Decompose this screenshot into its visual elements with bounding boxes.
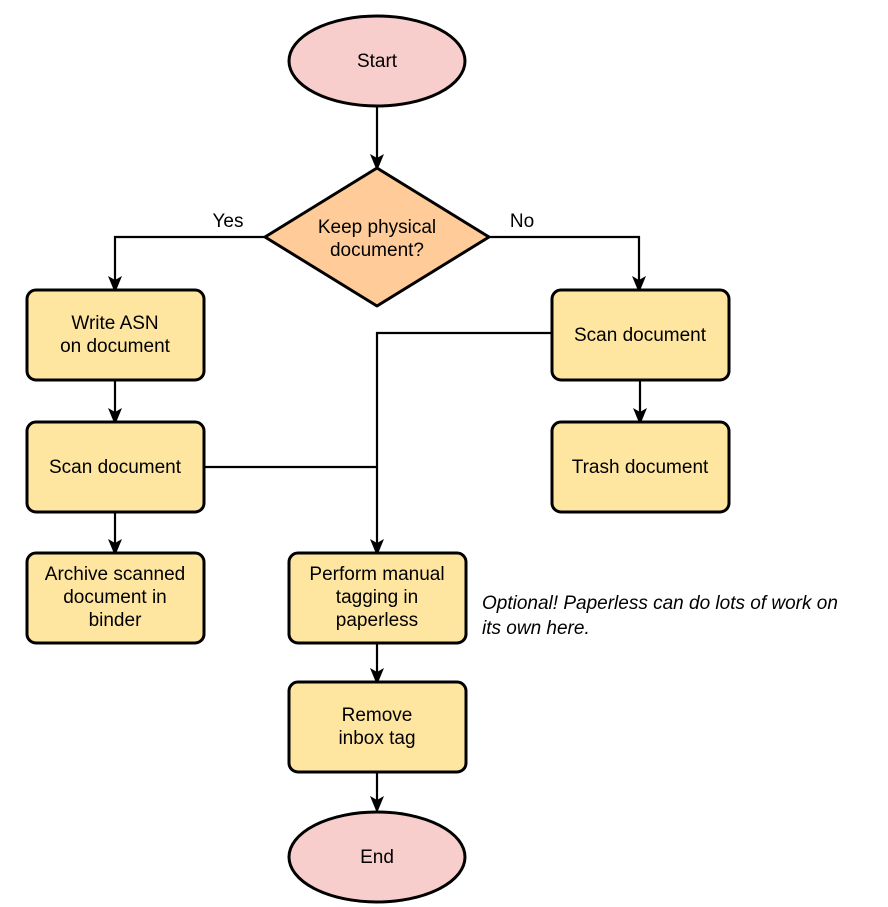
- node-layer: Start Keep physical document? Write ASN …: [25, 14, 731, 904]
- edge-decision-to-write-asn: Yes: [108, 211, 265, 293]
- node-scan-right-label: Scan document: [574, 325, 707, 346]
- node-remove-inbox-label-line2: inbox tag: [338, 728, 415, 749]
- node-trash-document[interactable]: Trash document: [550, 420, 731, 514]
- node-trash-label: Trash document: [572, 457, 709, 478]
- node-decision-keep-physical-document[interactable]: Keep physical document?: [263, 166, 491, 308]
- node-remove-inbox-tag[interactable]: Remove inbox tag: [287, 680, 468, 774]
- edge-label-yes: Yes: [213, 211, 244, 232]
- arrowhead: [632, 276, 646, 293]
- edge-tagging-to-remove-inbox: [370, 643, 384, 685]
- edge-line: [113, 235, 265, 283]
- edge-decision-to-scan-right: No: [489, 211, 646, 293]
- edge-label-no: No: [510, 211, 534, 232]
- node-write-asn-label-line2: on document: [60, 336, 171, 357]
- arrowhead: [370, 539, 384, 556]
- edge-line: [489, 235, 641, 283]
- edge-remove-inbox-to-end: [370, 772, 384, 813]
- edge-start-to-decision: [370, 106, 384, 171]
- decision-diamond[interactable]: [263, 166, 491, 308]
- node-start-label: Start: [357, 51, 398, 72]
- edge-layer: Yes No: [108, 106, 647, 813]
- tagging-box[interactable]: [287, 551, 468, 645]
- arrowhead: [108, 276, 122, 293]
- node-archive-label-line1: Archive scanned: [45, 564, 185, 585]
- end-ellipse[interactable]: [287, 810, 467, 904]
- node-scan-left-label: Scan document: [49, 457, 182, 478]
- note-optional-paperless: Optional! Paperless can do lots of work …: [482, 593, 838, 639]
- node-start[interactable]: Start: [287, 14, 467, 108]
- note-line1: Optional! Paperless can do lots of work …: [482, 593, 838, 614]
- node-archive-label-line3: binder: [89, 610, 142, 631]
- edge-write-asn-to-scan-left: [108, 380, 122, 425]
- arrowhead: [370, 668, 384, 685]
- arrowhead: [108, 408, 122, 425]
- trash-document-box[interactable]: [550, 420, 731, 514]
- archive-box[interactable]: [25, 551, 206, 645]
- arrowhead: [370, 154, 384, 171]
- node-scan-document-right[interactable]: Scan document: [550, 288, 731, 382]
- start-ellipse[interactable]: [287, 14, 467, 108]
- arrowhead: [108, 539, 122, 556]
- node-archive-scanned-document[interactable]: Archive scanned document in binder: [25, 551, 206, 645]
- edge-scan-left-to-archive: [108, 512, 122, 556]
- node-tagging-label-line2: tagging in: [336, 587, 418, 608]
- node-scan-document-left[interactable]: Scan document: [25, 420, 206, 514]
- node-end[interactable]: End: [287, 810, 467, 904]
- node-decision-label-line1: Keep physical: [318, 217, 436, 238]
- scan-document-left-box[interactable]: [25, 420, 206, 514]
- node-write-asn-label-line1: Write ASN: [71, 313, 158, 334]
- node-write-asn-on-document[interactable]: Write ASN on document: [25, 288, 206, 382]
- edge-line: [375, 331, 552, 546]
- edge-scan-right-to-tagging: [370, 331, 552, 556]
- node-end-label: End: [360, 847, 394, 868]
- arrowhead: [633, 408, 647, 425]
- node-tagging-label-line1: Perform manual: [309, 564, 444, 585]
- node-archive-label-line2: document in: [63, 587, 167, 608]
- node-tagging-label-line3: paperless: [336, 610, 418, 631]
- node-perform-manual-tagging[interactable]: Perform manual tagging in paperless: [287, 551, 468, 645]
- edge-scan-right-to-trash: [633, 380, 647, 425]
- write-asn-box[interactable]: [25, 288, 206, 382]
- arrowhead: [370, 796, 384, 813]
- remove-inbox-tag-box[interactable]: [287, 680, 468, 774]
- scan-document-right-box[interactable]: [550, 288, 731, 382]
- node-decision-label-line2: document?: [330, 240, 424, 261]
- note-line2: its own here.: [482, 618, 590, 639]
- node-remove-inbox-label-line1: Remove: [342, 705, 413, 726]
